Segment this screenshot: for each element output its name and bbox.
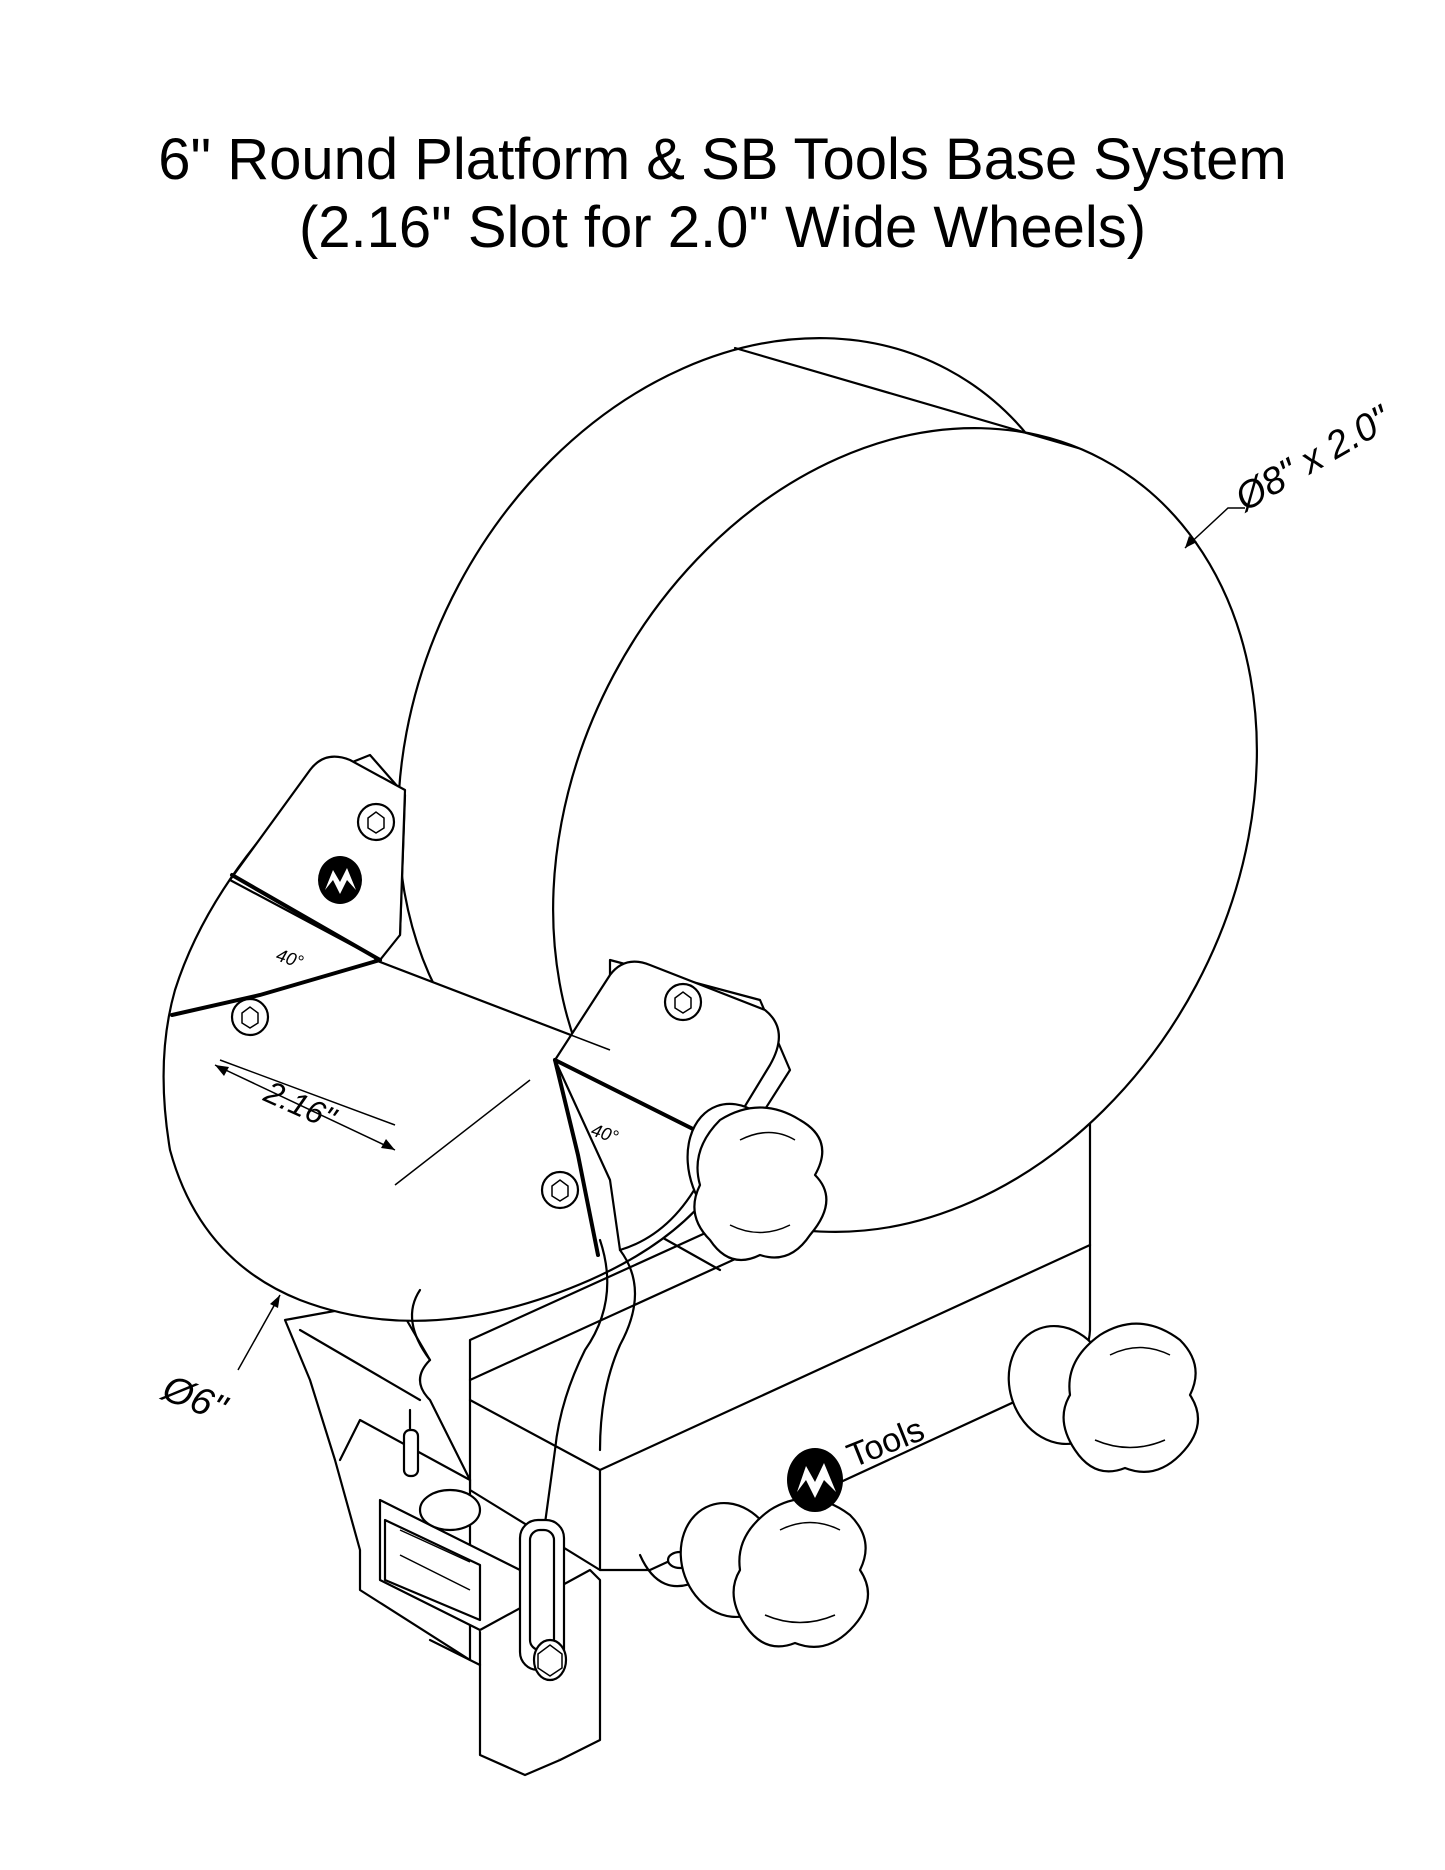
screw-head-icon bbox=[663, 982, 703, 1022]
drawing-title-line-1: 6" Round Platform & SB Tools Base System bbox=[158, 127, 1287, 192]
knob-upper[interactable] bbox=[670, 1089, 828, 1262]
sb-tools-logo-icon bbox=[318, 856, 362, 904]
front-bracket bbox=[378, 1408, 602, 1777]
wheel-dimension-leader bbox=[1184, 507, 1245, 549]
screw-head-icon bbox=[356, 802, 396, 842]
sb-tools-logo-icon bbox=[787, 1448, 843, 1512]
wheel-dimension-label: Ø8" x 2.0" bbox=[1227, 397, 1399, 520]
platform-dimension-leader bbox=[237, 1294, 281, 1371]
drawing-title-line-2: (2.16" Slot for 2.0" Wide Wheels) bbox=[298, 195, 1147, 260]
screw-head-icon bbox=[230, 997, 270, 1037]
knob-right[interactable] bbox=[992, 1312, 1200, 1473]
platform-dimension-label: Ø6" bbox=[155, 1367, 233, 1431]
knob-lower[interactable] bbox=[665, 1489, 870, 1648]
screw-head-icon bbox=[540, 1170, 580, 1210]
